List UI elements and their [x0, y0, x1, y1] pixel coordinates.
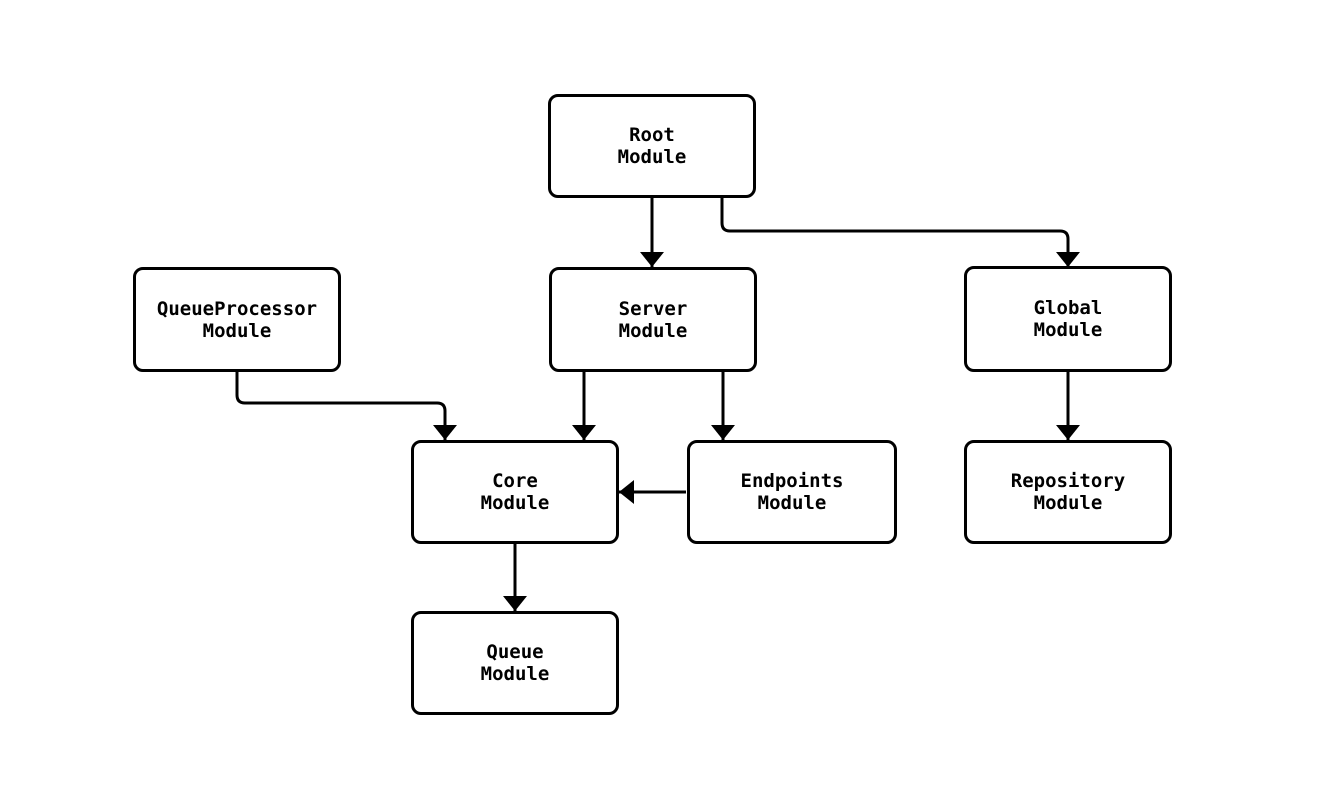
node-repository-module: Repository Module: [964, 440, 1172, 544]
node-label-line1: Core: [492, 470, 538, 492]
node-label-line1: QueueProcessor: [156, 297, 318, 320]
node-core-module: Core Module: [411, 440, 619, 544]
node-queueprocessor-module: QueueProcessor Module: [133, 267, 341, 372]
node-label-line2: Module: [480, 492, 550, 514]
node-label-line1: Queue: [486, 641, 544, 663]
node-label-line2: Module: [1033, 492, 1103, 514]
node-queue-module: Queue Module: [411, 611, 619, 715]
edge-queueprocessor-to-core: [235, 372, 457, 440]
node-root-module: Root Module: [548, 94, 756, 198]
node-global-module: Global Module: [964, 266, 1172, 372]
node-label-line1: Server: [618, 297, 688, 320]
node-label-line2: Module: [757, 492, 827, 514]
node-label-line1: Root: [629, 124, 675, 146]
edge-root-to-global: [720, 198, 1080, 267]
node-endpoints-module: Endpoints Module: [687, 440, 897, 544]
node-label-line2: Module: [1033, 319, 1103, 341]
node-label-line2: Module: [617, 146, 687, 168]
node-label-line2: Module: [618, 319, 688, 342]
node-label-line2: Module: [202, 319, 272, 342]
node-label-line1: Global: [1033, 297, 1103, 319]
node-label-line1: Repository: [1010, 470, 1126, 492]
node-server-module: Server Module: [549, 267, 757, 372]
node-label-line1: Endpoints: [740, 470, 844, 492]
node-label-line2: Module: [480, 663, 550, 685]
